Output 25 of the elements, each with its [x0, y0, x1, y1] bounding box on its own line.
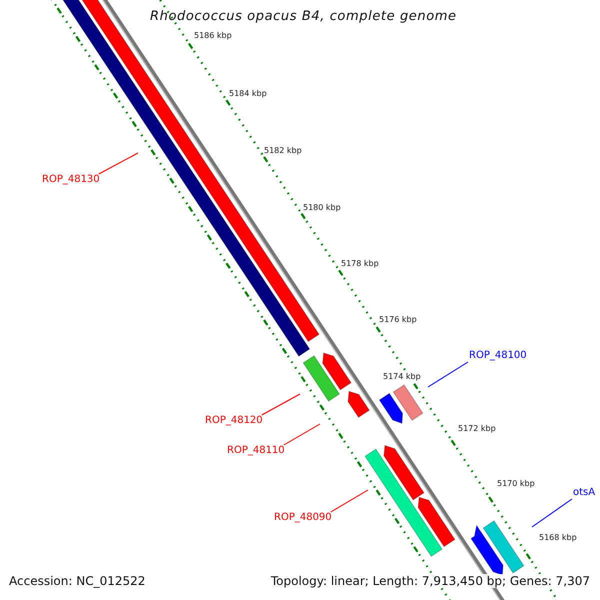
leader-line: [532, 498, 572, 528]
map-title: Rhodococcus opacus B4, complete genome: [150, 9, 457, 24]
genome-stats-text: Topology: linear; Length: 7,913,450 bp; Genes: 7,307: [270, 574, 590, 588]
leader-line: [98, 152, 138, 174]
scale-label: 5176 kbp: [378, 315, 418, 325]
leader-line: [261, 394, 300, 416]
leader-line: [428, 362, 468, 388]
accession-text: Accession: NC_012522: [9, 574, 146, 588]
scale-label: 5170 kbp: [496, 479, 536, 489]
gene-label: ROP_48090: [274, 512, 332, 524]
scale-label: 5182 kbp: [263, 146, 303, 156]
gene-label: ROP_48120: [205, 415, 263, 427]
scale-label: 5178 kbp: [340, 259, 380, 269]
scale-label: 5168 kbp: [538, 533, 578, 543]
scale-label: 5172 kbp: [457, 424, 497, 434]
leader-line: [330, 490, 368, 512]
gene-label: otsA: [573, 487, 596, 499]
leader-line: [283, 424, 320, 446]
scale-label: 5180 kbp: [302, 203, 342, 213]
scale-label: 5186 kbp: [193, 31, 233, 41]
gene-label: ROP_48100: [469, 350, 527, 362]
scale-label: 5174 kbp: [382, 372, 422, 382]
gene-label: ROP_48130: [42, 174, 100, 186]
gene-label: ROP_48110: [227, 445, 285, 457]
scale-label: 5184 kbp: [228, 89, 268, 99]
